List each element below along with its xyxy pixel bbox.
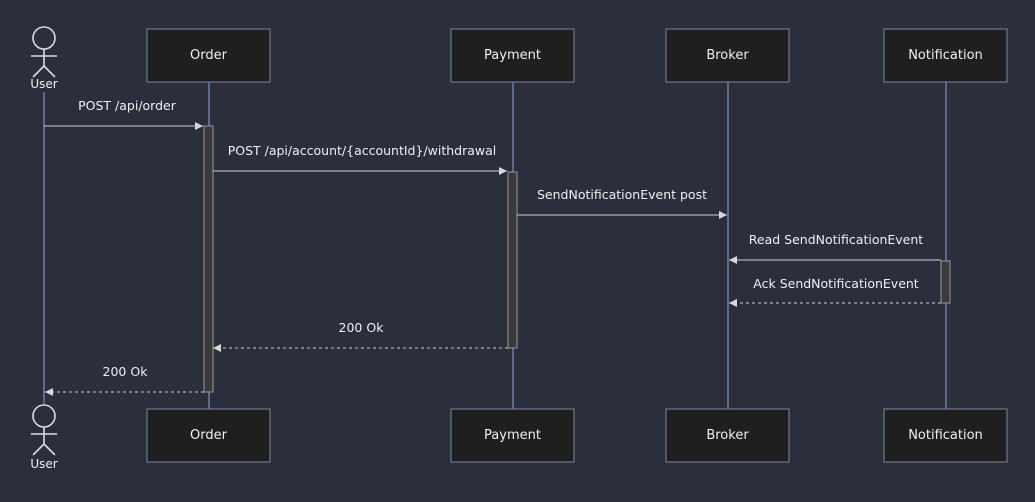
- participant-payment-bottom: Payment: [450, 408, 575, 463]
- message-ack-notification-event: Ack SendNotificationEvent: [729, 276, 941, 307]
- message-200-ok-order: 200 Ok: [45, 364, 204, 396]
- participant-broker-top-label: Broker: [706, 48, 749, 63]
- user-stick-figure-icon: [31, 26, 57, 78]
- participant-payment-bottom-label: Payment: [484, 428, 541, 443]
- activation-order: [203, 125, 214, 393]
- participant-notification-top-label: Notification: [908, 48, 983, 63]
- message-post-withdrawal: POST /api/account/{accountId}/withdrawal: [213, 143, 507, 175]
- participant-broker-top: Broker: [665, 28, 790, 83]
- activation-notification: [940, 260, 951, 304]
- message-label: 200 Ok: [103, 364, 149, 379]
- actor-user-bottom-label: User: [30, 457, 57, 471]
- participant-notification-top: Notification: [883, 28, 1008, 83]
- activation-payment: [507, 171, 518, 349]
- actor-user-bottom: User: [30, 404, 58, 471]
- actor-user-top: User: [30, 26, 58, 91]
- message-label: Ack SendNotificationEvent: [753, 276, 919, 291]
- message-label: Read SendNotificationEvent: [749, 232, 923, 247]
- participant-order-top: Order: [146, 28, 271, 83]
- participant-broker-bottom: Broker: [665, 408, 790, 463]
- user-stick-figure-icon: [31, 404, 57, 456]
- participant-notification-bottom: Notification: [883, 408, 1008, 463]
- message-send-notification-event: SendNotificationEvent post: [517, 187, 727, 219]
- message-read-notification-event: Read SendNotificationEvent: [729, 232, 941, 264]
- participant-payment-top: Payment: [450, 28, 575, 83]
- participant-broker-bottom-label: Broker: [706, 428, 749, 443]
- participant-order-bottom: Order: [146, 408, 271, 463]
- actor-user-top-label: User: [30, 77, 57, 91]
- participant-notification-bottom-label: Notification: [908, 428, 983, 443]
- message-label: SendNotificationEvent post: [537, 187, 707, 202]
- participant-payment-top-label: Payment: [484, 48, 541, 63]
- participant-order-top-label: Order: [190, 48, 228, 63]
- message-200-ok-payment: 200 Ok: [213, 320, 508, 352]
- message-label: 200 Ok: [339, 320, 385, 335]
- participant-order-bottom-label: Order: [190, 428, 228, 443]
- message-label: POST /api/account/{accountId}/withdrawal: [228, 143, 497, 158]
- message-label: POST /api/order: [78, 98, 177, 113]
- message-post-order: POST /api/order: [44, 98, 203, 130]
